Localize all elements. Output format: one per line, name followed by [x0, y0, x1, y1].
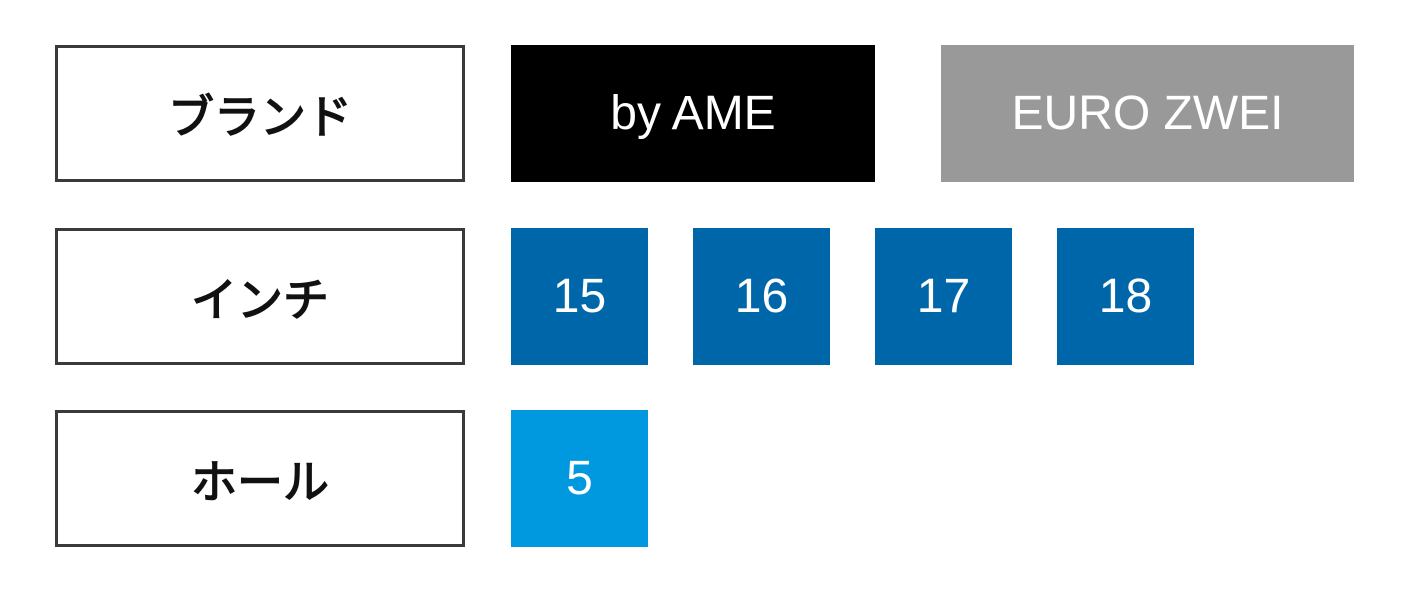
inch-option-17[interactable]: 17	[875, 228, 1012, 365]
inch-option-18[interactable]: 18	[1057, 228, 1194, 365]
brand-label: ブランド	[55, 45, 465, 182]
inch-label: インチ	[55, 228, 465, 365]
brand-option-euro-zwei[interactable]: EURO ZWEI	[941, 45, 1354, 182]
inch-option-15[interactable]: 15	[511, 228, 648, 365]
hole-label: ホール	[55, 410, 465, 547]
brand-option-by-ame[interactable]: by AME	[511, 45, 875, 182]
hole-option-5[interactable]: 5	[511, 410, 648, 547]
inch-option-16[interactable]: 16	[693, 228, 830, 365]
